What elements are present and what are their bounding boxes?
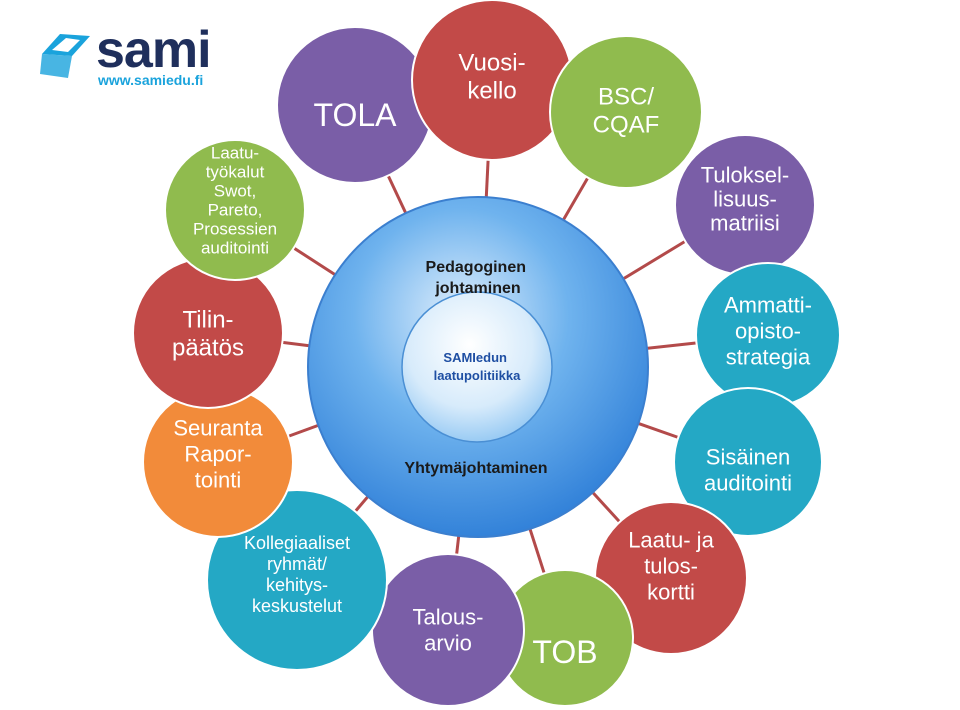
node-tuloksellisuus: Tuloksel-lisuus-matriisi xyxy=(674,134,816,276)
node-label-tob: TOB xyxy=(532,634,597,670)
node-label-bsc: BSC/CQAF xyxy=(593,83,660,138)
logo-url: www.samiedu.fi xyxy=(98,72,204,88)
node-label-tuloksellisuus: Tuloksel-lisuus-matriisi xyxy=(701,163,789,236)
inner-hub-circle xyxy=(401,291,553,443)
node-bsc: BSC/CQAF xyxy=(549,35,703,189)
node-tilinpaatos: Tilin-päätös xyxy=(132,257,284,409)
node-circle-sisainen xyxy=(673,387,823,537)
sami-logo-icon xyxy=(40,34,90,78)
center-top-label: Pedagoginen johtaminen xyxy=(426,259,531,297)
center-bottom-label: Yhtymäjohtaminen xyxy=(404,460,547,477)
node-circle-laatutyokalut xyxy=(164,139,306,281)
node-label-talous: Talous-arvio xyxy=(413,605,484,656)
node-circle-bsc xyxy=(549,35,703,189)
node-talous: Talous-arvio xyxy=(371,553,525,707)
node-label-ammattiopisto: Ammatti-opisto-strategia xyxy=(724,293,812,370)
node-vuosikello: Vuosi-kello xyxy=(411,0,573,161)
node-circle-kollegiaaliset xyxy=(206,489,388,671)
center-inner-label: SAMIedun laatupolitiikka xyxy=(434,350,521,383)
node-ammattiopisto: Ammatti-opisto-strategia xyxy=(695,262,841,408)
logo-brand: sami xyxy=(96,21,212,79)
node-label-tola: TOLA xyxy=(314,97,398,133)
node-label-vuosikello: Vuosi-kello xyxy=(458,49,525,104)
node-tob: TOB xyxy=(496,569,634,707)
node-label-tilinpaatos: Tilin-päätös xyxy=(172,306,244,361)
center-hub: Pedagoginen johtaminen SAMIedun laatupol… xyxy=(307,196,649,538)
node-tola: TOLA xyxy=(276,26,434,184)
sami-logo: sami www.samiedu.fi xyxy=(38,22,238,92)
